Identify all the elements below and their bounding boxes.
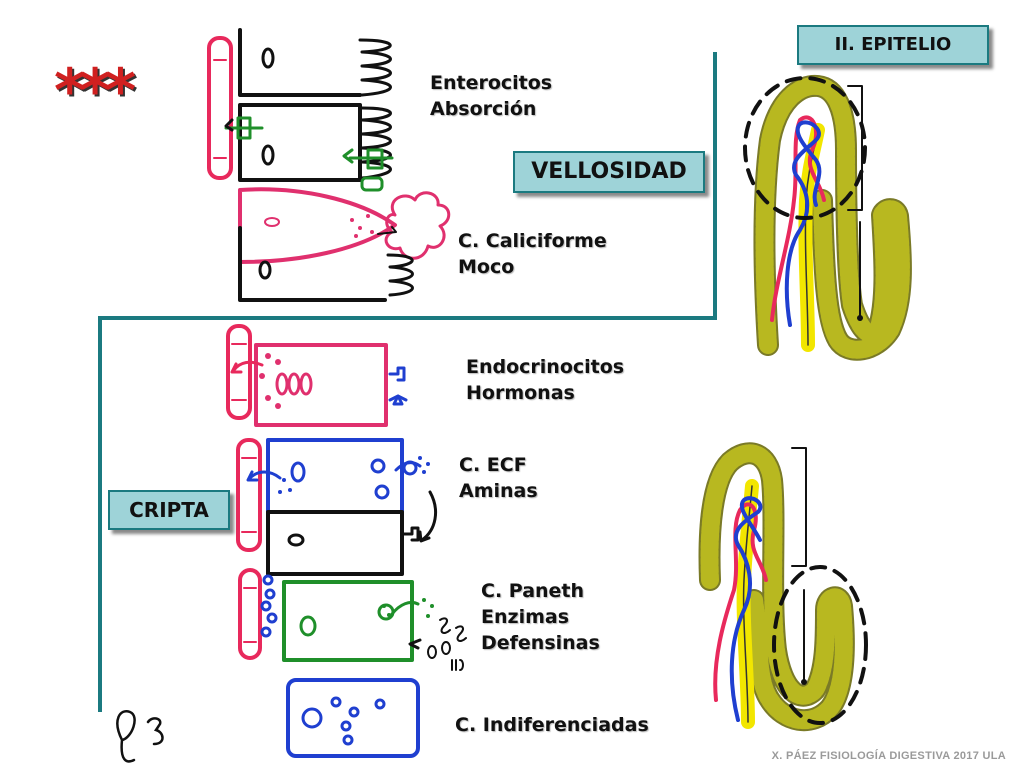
stars-mark: ***	[54, 56, 136, 126]
label-enterocytes: Enterocitos Absorción	[430, 72, 553, 120]
region-label-crypt: CRIPTA	[108, 490, 230, 530]
label-undifferentiated: C. Indiferenciadas	[455, 714, 649, 736]
ecf-cell	[236, 438, 438, 576]
handwritten-mark	[116, 710, 164, 763]
section-title-box: II. EPITELIO	[797, 25, 989, 65]
enterocyte-cell	[207, 28, 394, 192]
villus-diagram-crypt-highlight	[698, 442, 868, 732]
region-divider	[98, 52, 717, 712]
villus-diagram-villus-highlight	[743, 74, 912, 361]
region-label-villus: VELLOSIDAD	[513, 151, 705, 193]
paneth-cell	[238, 568, 467, 671]
footer-credit: X. PÁEZ FISIOLOGÍA DIGESTIVA 2017 ULA	[771, 750, 1006, 762]
section-title: II. EPITELIO	[834, 34, 952, 55]
undifferentiated-cell	[286, 678, 420, 758]
label-ecf: C. ECF Aminas	[459, 454, 538, 502]
label-goblet: C. Caliciforme Moco	[458, 230, 607, 278]
endocrinocyte-cell	[226, 324, 408, 427]
label-endocrinocytes: Endocrinocitos Hormonas	[466, 356, 625, 404]
label-paneth: C. Paneth Enzimas Defensinas	[481, 580, 600, 654]
goblet-cell	[238, 187, 451, 302]
